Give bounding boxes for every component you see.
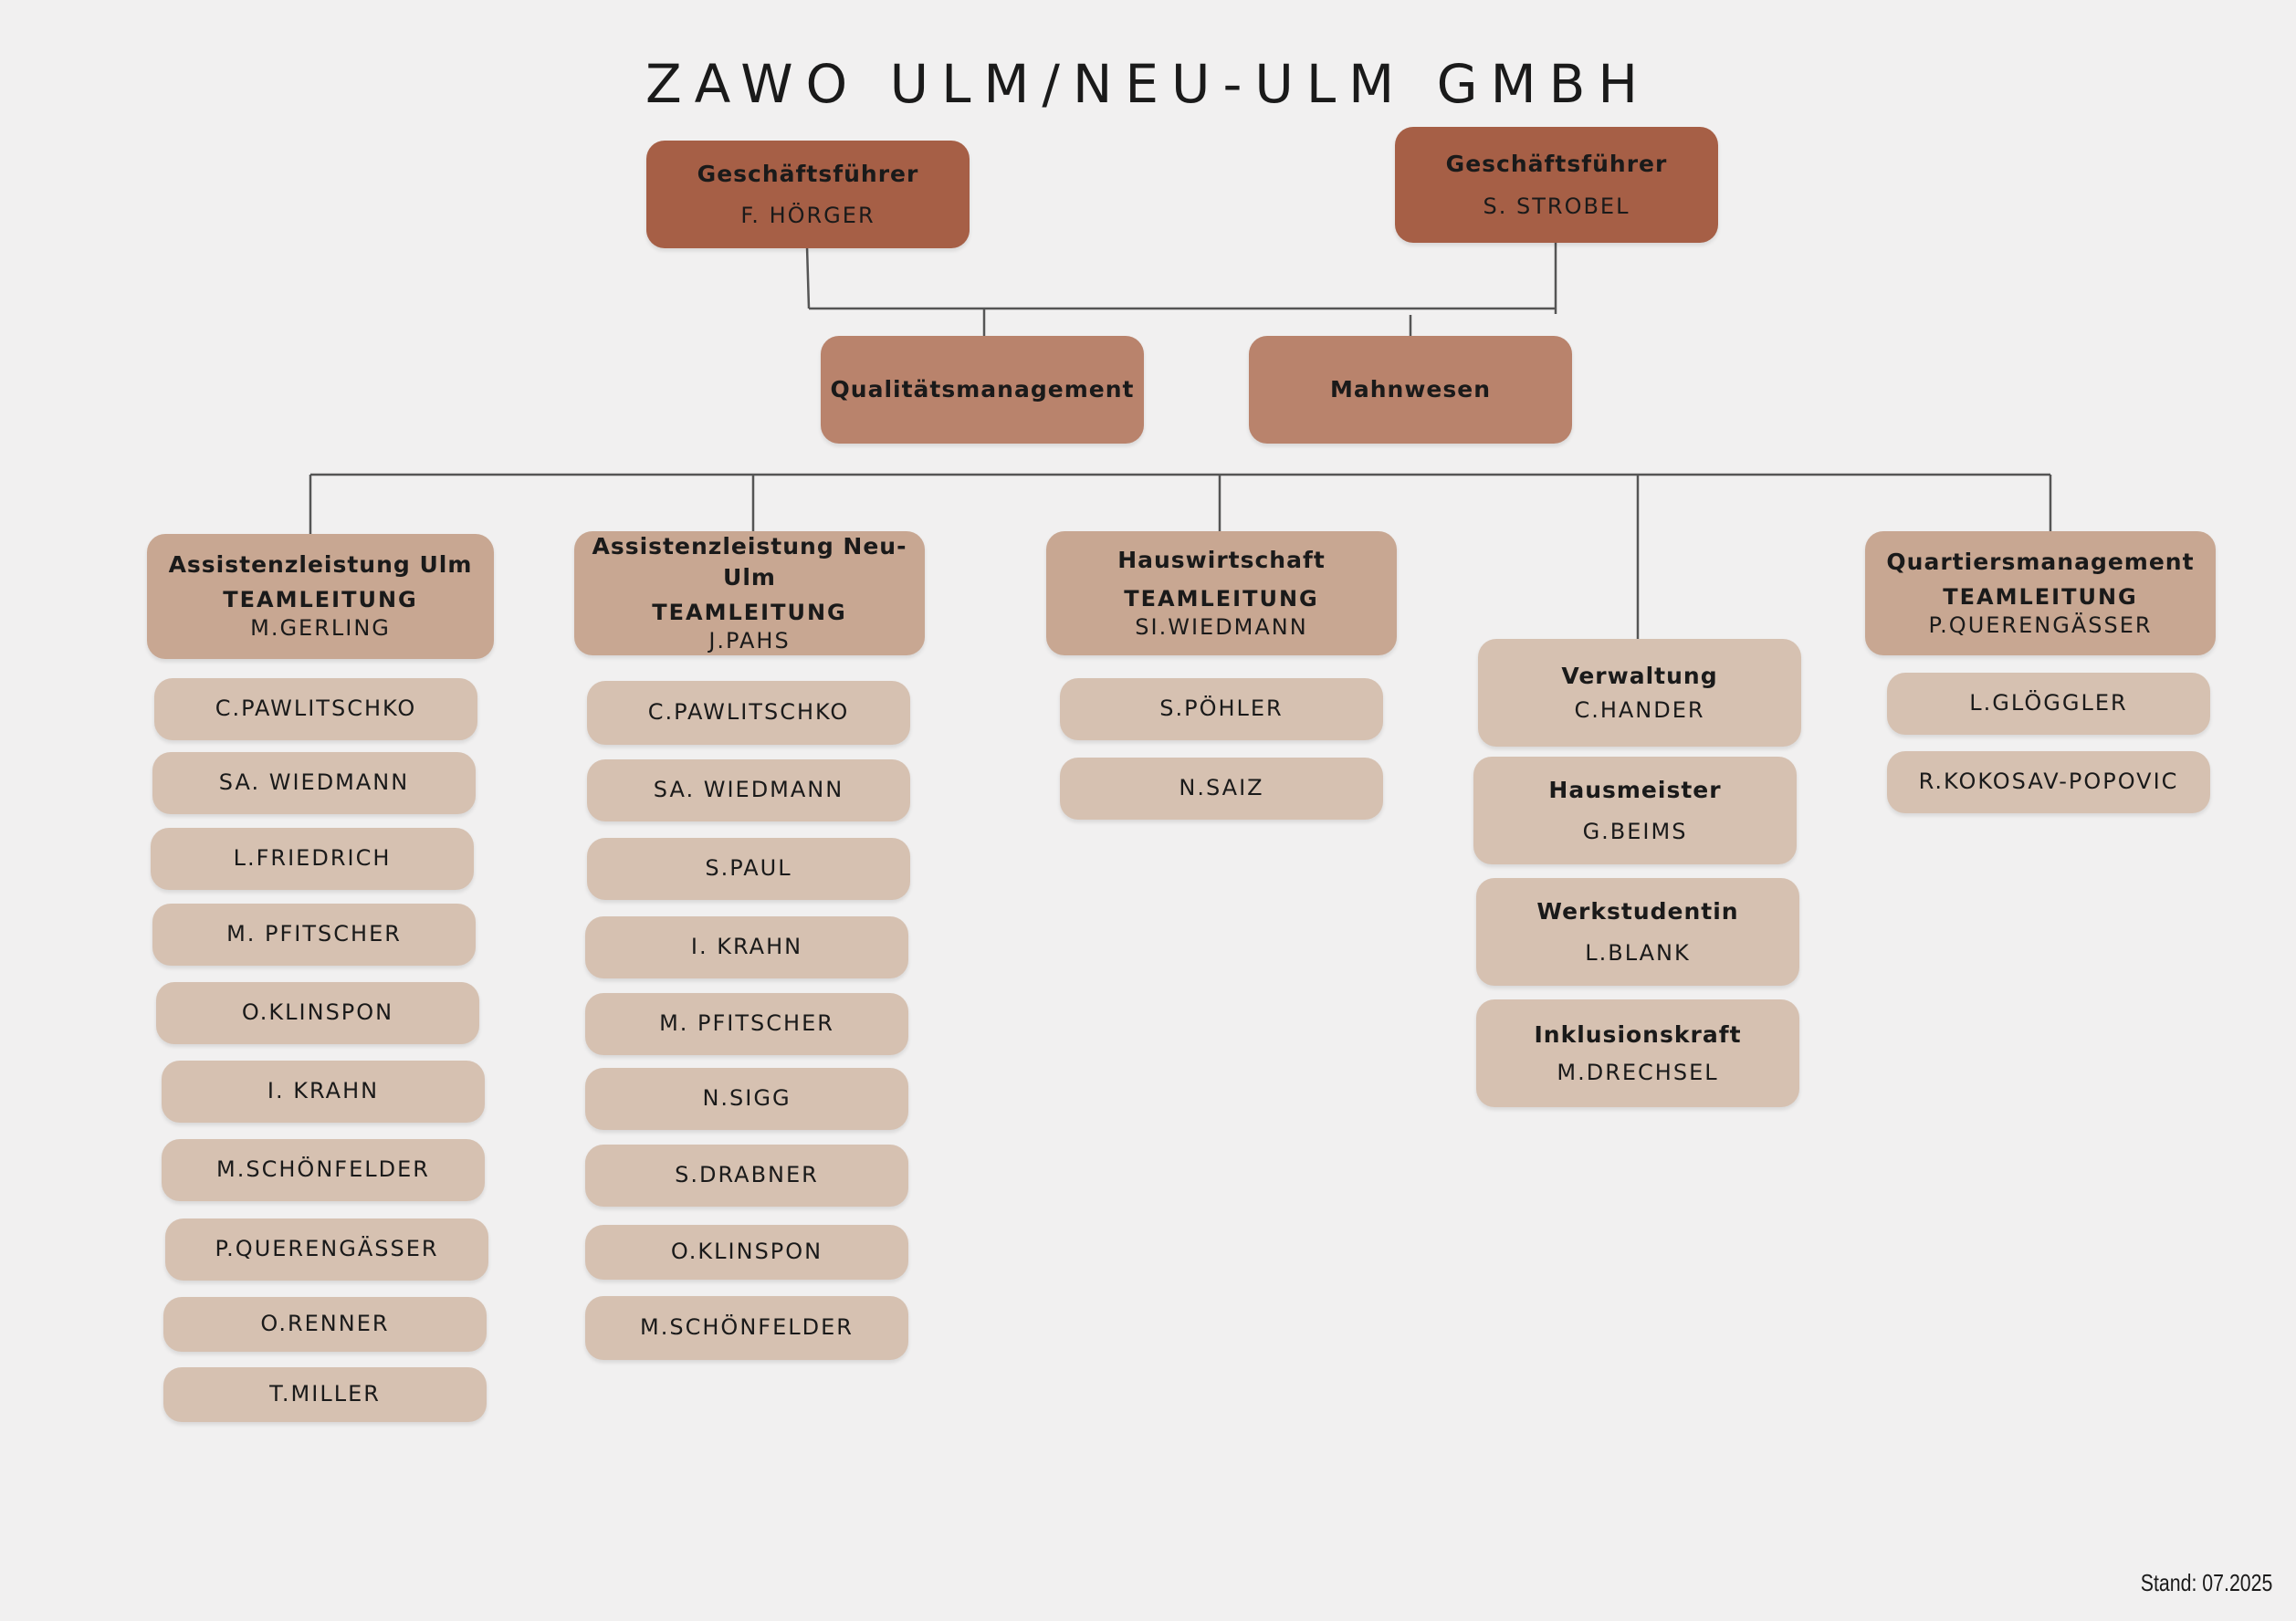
member-name: S.PÖHLER — [1159, 695, 1284, 722]
neuulm-member: M.SCHÖNFELDER — [585, 1296, 908, 1360]
ulm-member: SA. WIEDMANN — [152, 752, 476, 814]
member-name: M.SCHÖNFELDER — [216, 1156, 430, 1183]
hausmeister-role: Hausmeister — [1548, 776, 1722, 803]
member-name: M. PFITSCHER — [659, 1010, 834, 1037]
quart-member: R.KOKOSAV-POPOVIC — [1887, 751, 2210, 813]
neuulm-member: C.PAWLITSCHKO — [587, 681, 910, 745]
mahnwesen-label: Mahnwesen — [1329, 376, 1492, 403]
connector-ceo1 — [805, 246, 811, 309]
member-name: C.PAWLITSCHKO — [647, 699, 850, 726]
neuulm-lead-name: J.PAHS — [708, 627, 791, 654]
quart-head-box: Quartiersmanagement TEAMLEITUNG P.QUEREN… — [1865, 531, 2216, 655]
member-name: O.RENNER — [260, 1311, 390, 1337]
haus-head-box: Hauswirtschaft TEAMLEITUNG SI.WIEDMANN — [1046, 531, 1397, 655]
ulm-member: M.SCHÖNFELDER — [162, 1139, 485, 1201]
ceo-strobel-box: Geschäftsführer S. STROBEL — [1395, 127, 1718, 243]
haus-member: N.SAIZ — [1060, 758, 1383, 820]
verwaltung-name: C.HANDER — [1574, 697, 1705, 724]
quart-lead-label: TEAMLEITUNG — [1943, 583, 2138, 610]
member-name: I. KRAHN — [690, 934, 803, 960]
neuulm-head-box: Assistenzleistung Neu-Ulm TEAMLEITUNG J.… — [574, 531, 925, 655]
werkstudentin-name: L.BLANK — [1585, 940, 1691, 967]
ulm-member: M. PFITSCHER — [152, 904, 476, 966]
quart-member: L.GLÖGGLER — [1887, 673, 2210, 735]
member-name: L.FRIEDRICH — [233, 845, 392, 872]
stand-date: Stand: 07.2025 — [2140, 1569, 2272, 1596]
haus-member: S.PÖHLER — [1060, 678, 1383, 740]
quart-lead-name: P.QUERENGÄSSER — [1928, 612, 2153, 638]
member-name: N.SIGG — [702, 1085, 792, 1112]
neuulm-head: Assistenzleistung Neu-Ulm — [592, 533, 907, 591]
ceo-hoerger-name: F. HÖRGER — [740, 203, 875, 229]
verwaltung-role: Verwaltung — [1561, 662, 1718, 689]
neuulm-member: M. PFITSCHER — [585, 993, 908, 1055]
neuulm-member: SA. WIEDMANN — [587, 759, 910, 821]
neuulm-member: N.SIGG — [585, 1068, 908, 1130]
member-name: I. KRAHN — [267, 1078, 380, 1104]
ulm-member: I. KRAHN — [162, 1061, 485, 1123]
member-name: M.SCHÖNFELDER — [640, 1314, 854, 1341]
ulm-head: Assistenzleistung Ulm — [168, 551, 473, 579]
werkstudentin-role: Werkstudentin — [1536, 897, 1739, 925]
mahnwesen-box: Mahnwesen — [1249, 336, 1572, 444]
neuulm-member: S.DRABNER — [585, 1145, 908, 1207]
ulm-member: O.RENNER — [163, 1297, 487, 1352]
ulm-lead-label: TEAMLEITUNG — [223, 587, 418, 613]
ulm-member: C.PAWLITSCHKO — [154, 678, 477, 740]
hausmeister-name: G.BEIMS — [1582, 819, 1688, 845]
haus-head: Hauswirtschaft — [1117, 546, 1326, 573]
member-name: SA. WIEDMANN — [653, 777, 844, 803]
haus-lead-label: TEAMLEITUNG — [1124, 585, 1319, 612]
member-name: S.DRABNER — [675, 1162, 819, 1188]
member-name: L.GLÖGGLER — [1969, 690, 2128, 716]
member-name: S.PAUL — [705, 855, 792, 882]
ceo-strobel-role: Geschäftsführer — [1445, 151, 1668, 178]
ulm-head-box: Assistenzleistung Ulm TEAMLEITUNG M.GERL… — [147, 534, 494, 659]
member-name: SA. WIEDMANN — [218, 769, 410, 796]
member-name: P.QUERENGÄSSER — [215, 1236, 439, 1262]
member-name: C.PAWLITSCHKO — [215, 695, 417, 722]
member-name: T.MILLER — [269, 1381, 381, 1407]
member-name: O.KLINSPON — [241, 999, 394, 1026]
page-title: ZAWO ULM/NEU-ULM GMBH — [645, 53, 1651, 115]
qm-box: Qualitätsmanagement — [821, 336, 1144, 444]
ulm-lead-name: M.GERLING — [250, 615, 391, 642]
ceo-strobel-name: S. STROBEL — [1483, 193, 1630, 219]
member-name: N.SAIZ — [1179, 775, 1264, 801]
member-name: O.KLINSPON — [670, 1239, 823, 1265]
quart-head: Quartiersmanagement — [1886, 548, 2195, 575]
neuulm-member: I. KRAHN — [585, 916, 908, 978]
werkstudentin-box: Werkstudentin L.BLANK — [1476, 878, 1799, 986]
haus-lead-name: SI.WIEDMANN — [1135, 613, 1308, 640]
inklusionskraft-box: Inklusionskraft M.DRECHSEL — [1476, 999, 1799, 1107]
inklusionskraft-role: Inklusionskraft — [1534, 1020, 1742, 1048]
ulm-member: O.KLINSPON — [156, 982, 479, 1044]
hausmeister-box: Hausmeister G.BEIMS — [1473, 757, 1797, 864]
inklusionskraft-name: M.DRECHSEL — [1557, 1060, 1719, 1086]
verwaltung-box: Verwaltung C.HANDER — [1478, 639, 1801, 747]
ceo-hoerger-role: Geschäftsführer — [697, 160, 919, 187]
qm-label: Qualitätsmanagement — [830, 376, 1135, 403]
neuulm-member: O.KLINSPON — [585, 1225, 908, 1280]
member-name: M. PFITSCHER — [226, 921, 402, 947]
ulm-member: T.MILLER — [163, 1367, 487, 1422]
neuulm-lead-label: TEAMLEITUNG — [652, 599, 847, 625]
ulm-member: P.QUERENGÄSSER — [165, 1218, 488, 1281]
ceo-hoerger-box: Geschäftsführer F. HÖRGER — [646, 141, 970, 248]
neuulm-member: S.PAUL — [587, 838, 910, 900]
ulm-member: L.FRIEDRICH — [151, 828, 474, 890]
member-name: R.KOKOSAV-POPOVIC — [1918, 769, 2179, 795]
